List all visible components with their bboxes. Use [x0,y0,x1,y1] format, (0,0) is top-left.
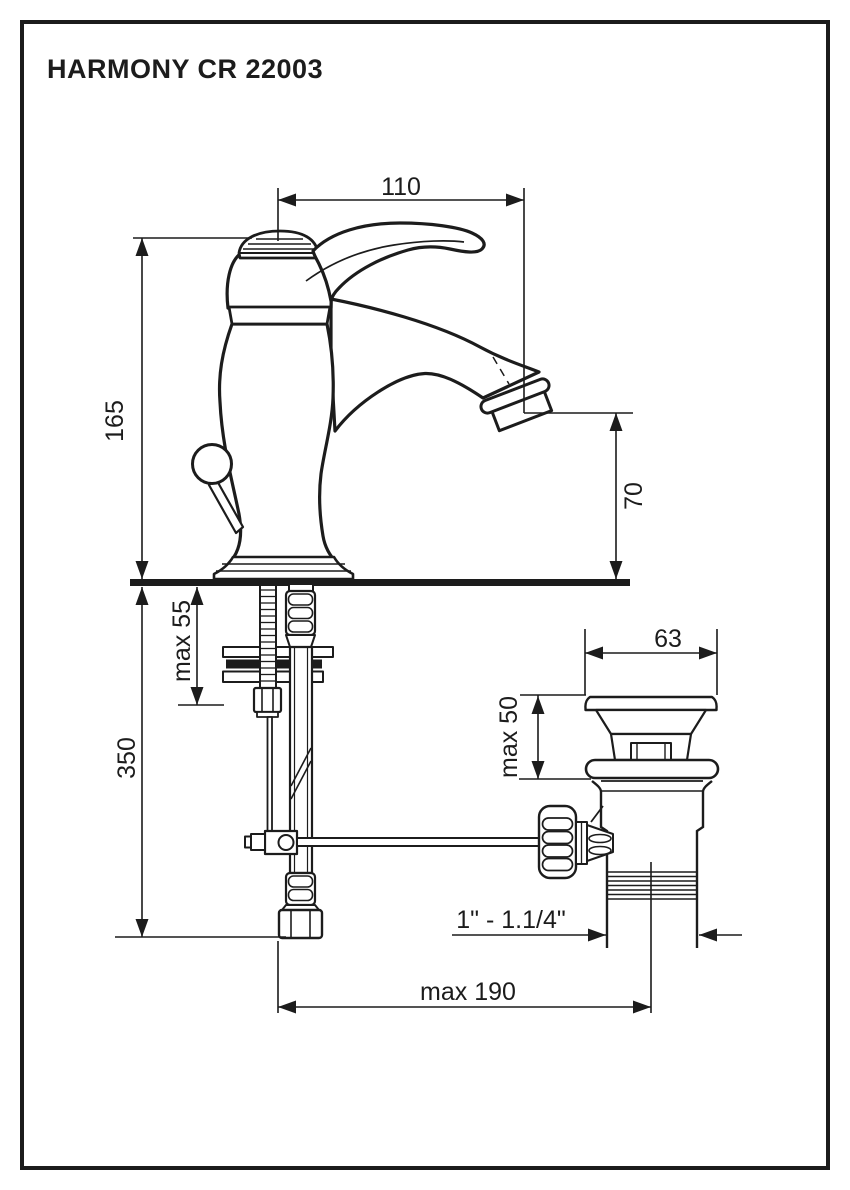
dimension-waste-thread: 1" - 1.1/4" [452,906,742,942]
dimension-total-height: 165 [101,237,252,579]
dimension-waste-flange: 63 [584,625,718,695]
waste-body-left [591,780,609,948]
dim-label-max50: max 50 [495,696,523,778]
dim-label-63: 63 [654,625,682,653]
popup-vertical-rod [266,716,273,832]
faucet-column [217,322,339,565]
under-deck-hardware [222,583,540,940]
threaded-stud [259,586,277,688]
aerator-collar [479,377,551,415]
fixing-nut [252,686,283,718]
mounting-deck-line [130,579,630,586]
popup-waste-assembly [537,695,720,948]
faucet-spout [329,297,541,433]
hose-end-nut [277,908,324,940]
clamping-plate-top [222,646,334,658]
aerator-centerline [492,356,510,385]
lever-detail-line [305,240,465,282]
faucet-body-drawing [191,221,554,581]
drawing-title: HARMONY CR 22003 [47,54,323,84]
waste-thread-lines [607,871,697,900]
dim-label-max190: max 190 [420,978,516,1006]
cartridge-collar [227,305,332,326]
dimension-spout-height: 70 [524,412,648,579]
dim-label-70: 70 [620,482,648,510]
supply-hose [277,583,324,940]
dim-label-165: 165 [101,400,129,442]
dimension-spout-projection: 110 [277,173,525,413]
dim-label-max55: max 55 [168,600,196,682]
dim-label-110: 110 [381,173,421,201]
dim-label-thread: 1" - 1.1/4" [456,906,565,934]
dimension-basin-depth: max 50 [495,694,591,780]
clamp-screw [277,834,295,851]
waste-flange [584,758,720,780]
dim-label-350: 350 [113,737,141,779]
horizontal-rod [296,837,540,847]
dimension-annotations: 110 165 70 max 55 350 [101,173,742,1014]
waste-plug-cap [584,695,718,712]
popup-linkage [244,716,540,856]
faucet-base-skirt [212,555,355,581]
waste-body-right [695,780,713,948]
drawing-border [20,20,830,1170]
popup-pull-knob [191,443,233,485]
dimension-deck-thickness: max 55 [168,587,224,706]
rod-coupling-knurl [537,804,614,880]
dimension-rod-reach: max 190 [277,862,652,1014]
handle-lever [311,221,486,303]
dimension-hose-length: 350 [113,587,286,938]
